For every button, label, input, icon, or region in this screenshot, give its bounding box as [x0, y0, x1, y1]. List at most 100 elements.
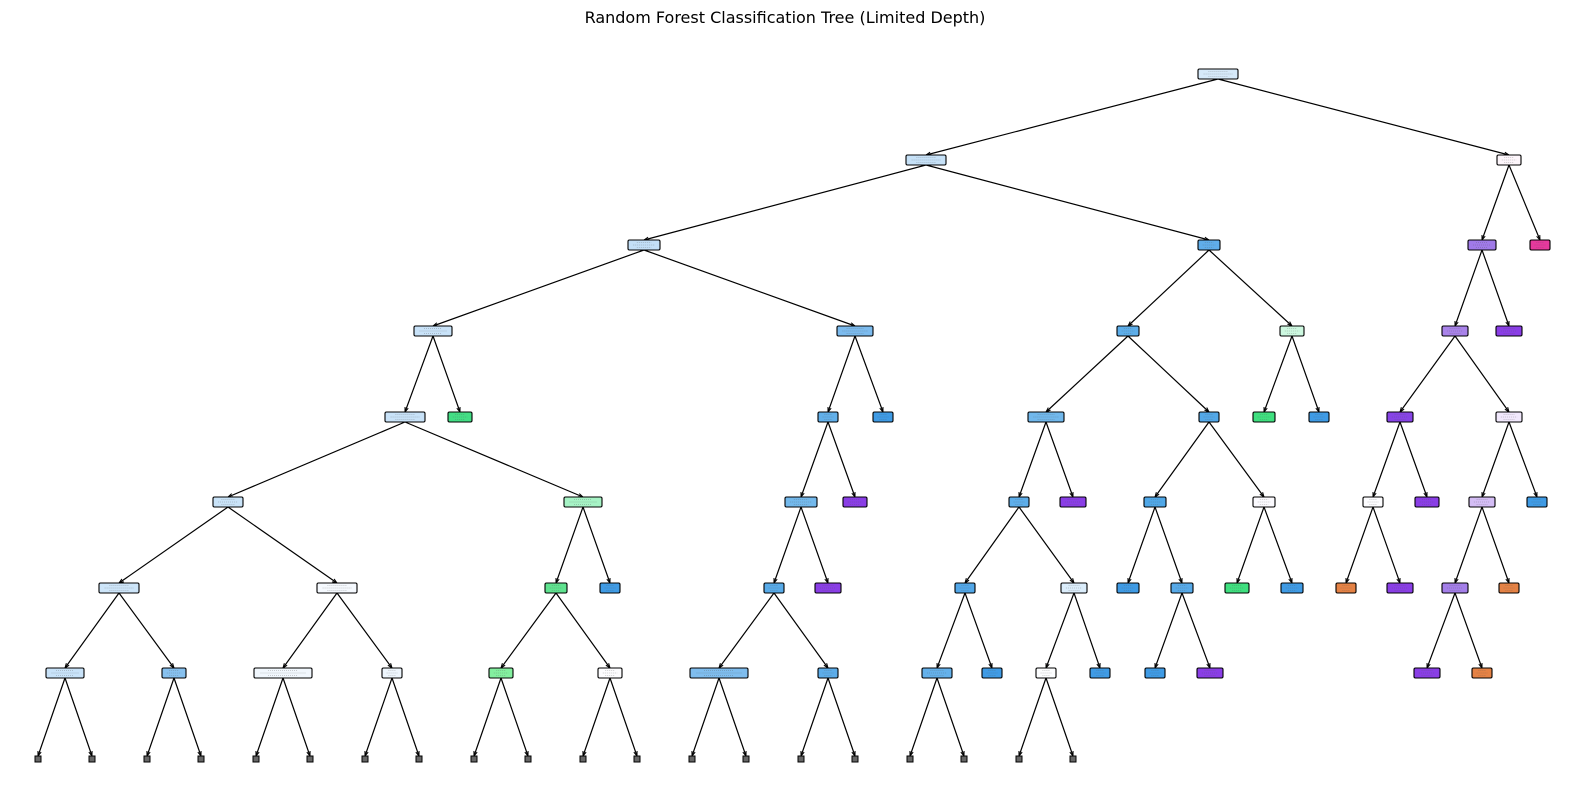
tree-edge: [1208, 249, 1293, 327]
tree-edge: [432, 249, 645, 327]
tree-edge: [64, 677, 93, 757]
tree-node: [1197, 239, 1221, 251]
tree-edge: [1208, 421, 1265, 498]
tree-node: [1386, 411, 1414, 423]
tree-node: [872, 411, 894, 423]
tree-edge: [432, 335, 461, 413]
tree-edge: [227, 506, 338, 584]
tree-node: [981, 667, 1003, 679]
tree-node: [689, 667, 749, 679]
tree-edge: [473, 677, 502, 757]
tree-edge: [404, 335, 434, 413]
tree-node: [1308, 411, 1330, 423]
tree-edge: [1154, 421, 1210, 498]
tree-node: [1170, 582, 1194, 594]
tree-node-box: [981, 667, 1003, 679]
tree-node: [1526, 496, 1548, 508]
truncated-marker: [306, 755, 314, 763]
tree-edge: [227, 421, 406, 498]
tree-edge: [255, 677, 284, 757]
truncated-marker: [470, 755, 478, 763]
tree-node: [1386, 582, 1414, 594]
truncated-marker: [579, 755, 587, 763]
tree-node: [817, 411, 839, 423]
tree-node-box: [1224, 582, 1250, 594]
tree-node: [1089, 667, 1111, 679]
tree-edge: [643, 249, 856, 327]
tree-edge: [609, 677, 638, 757]
truncated-marker: [197, 755, 205, 763]
tree-edge: [1372, 421, 1401, 498]
tree-edge: [1045, 335, 1129, 413]
tree-node-box: [1144, 667, 1166, 679]
tree-node-box: [597, 667, 623, 679]
tree-edge: [1508, 164, 1541, 241]
tree-node: [98, 582, 140, 594]
tree-node-box: [1308, 411, 1330, 423]
tree-edge: [500, 677, 529, 757]
tree-node-box: [413, 325, 453, 337]
tree-edge: [1345, 506, 1374, 584]
tree-node-box: [1362, 496, 1384, 508]
tree-edge: [718, 677, 747, 757]
tree-edge: [643, 164, 927, 241]
tree-node: [1059, 496, 1087, 508]
tree-edge: [718, 592, 775, 669]
tree-node-truncated: [1069, 755, 1077, 763]
tree-edge: [282, 592, 338, 669]
tree-node-box: [817, 411, 839, 423]
tree-edge: [1045, 677, 1074, 757]
tree-node-box: [381, 667, 403, 679]
tree-node: [1498, 582, 1520, 594]
tree-node: [763, 582, 785, 594]
tree-node-box: [1529, 239, 1551, 251]
tree-edge: [1263, 335, 1293, 413]
tree-node-truncated: [688, 755, 696, 763]
tree-node: [1471, 667, 1493, 679]
tree-node-box: [1335, 582, 1357, 594]
tree-edge: [1127, 249, 1210, 327]
tree-edge: [1399, 421, 1428, 498]
tree-edge: [1154, 506, 1183, 584]
tree-edge: [964, 592, 993, 669]
tree-node-truncated: [88, 755, 96, 763]
tree-node: [381, 667, 403, 679]
tree-node: [1413, 667, 1441, 679]
tree-edge: [800, 506, 829, 584]
tree-node-box: [842, 496, 868, 508]
tree-node: [1224, 582, 1250, 594]
tree-edge: [1399, 335, 1456, 413]
tree-edge: [1181, 592, 1211, 669]
tree-node-box: [488, 667, 514, 679]
tree-node: [1441, 325, 1469, 337]
tree-node: [1116, 325, 1140, 337]
tree-node: [447, 411, 473, 423]
tree-node: [1198, 411, 1220, 423]
tree-edge: [582, 506, 611, 584]
tree-node-truncated: [742, 755, 750, 763]
tree-edge: [1018, 506, 1075, 584]
tree-edge: [1263, 506, 1293, 584]
tree-edge: [925, 164, 1210, 241]
tree-node: [836, 325, 874, 337]
truncated-marker: [1069, 755, 1077, 763]
tree-node-box: [1198, 411, 1220, 423]
tree-node: [1116, 582, 1140, 594]
tree-node: [1495, 411, 1523, 423]
tree-edge: [1481, 249, 1510, 327]
tree-edge: [37, 677, 66, 757]
tree-node-box: [1008, 496, 1030, 508]
tree-node-box: [763, 582, 785, 594]
tree-edge: [1236, 506, 1265, 584]
tree-node: [627, 239, 661, 251]
tree-node: [784, 496, 818, 508]
tree-node-box: [161, 667, 187, 679]
tree-node-truncated: [633, 755, 641, 763]
tree-edge: [827, 677, 856, 757]
tree-edge: [1454, 506, 1483, 584]
tree-node: [161, 667, 187, 679]
tree-edge: [1481, 506, 1510, 584]
tree-node: [212, 496, 244, 508]
tree-node: [842, 496, 868, 508]
